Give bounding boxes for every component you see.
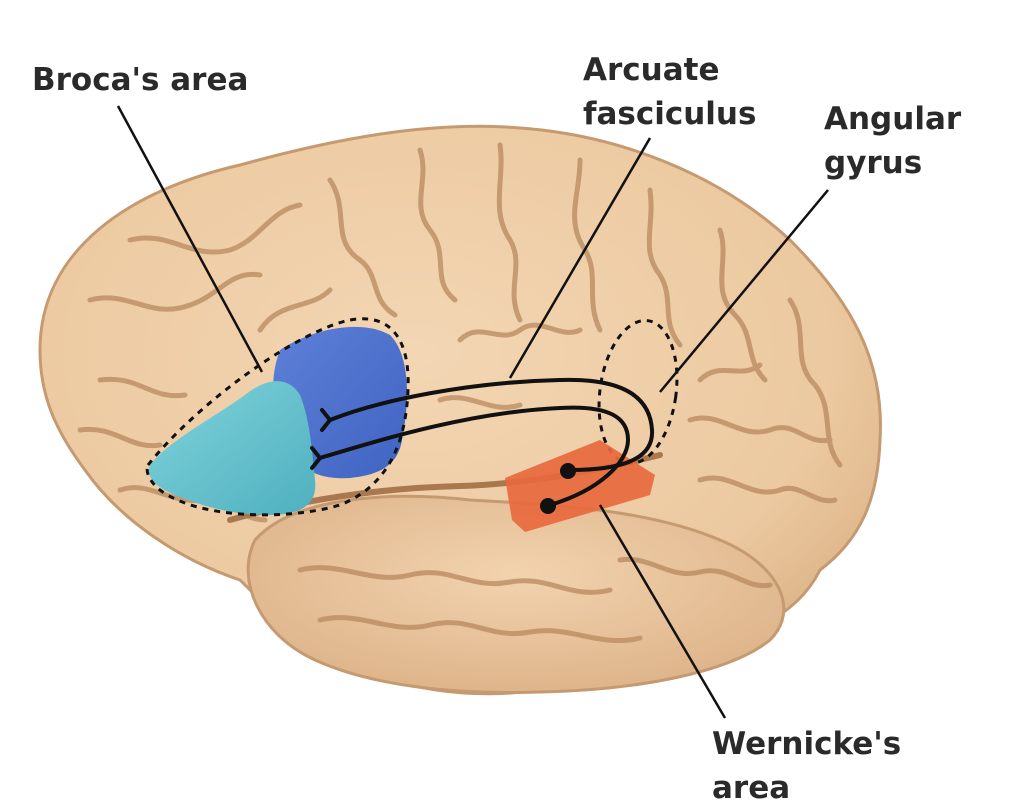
wernicke-area-label: Wernicke's area bbox=[712, 722, 901, 810]
broca-dashed-outline bbox=[145, 317, 410, 517]
wernicke-leader-line bbox=[598, 504, 727, 719]
arcuate-fasciculus-label: Arcuate fasciculus bbox=[583, 48, 756, 136]
temporal-lobe bbox=[246, 494, 786, 695]
angular-leader-line bbox=[659, 189, 829, 393]
sulci bbox=[77, 142, 843, 644]
arcuate-fasciculus-label-line-2: fasciculus bbox=[583, 96, 757, 132]
broca-area-label-line-1: Broca's area bbox=[32, 62, 249, 98]
wernicke-area-label-line-2: area bbox=[712, 770, 791, 806]
angular-gyrus-label-line-2: gyrus bbox=[824, 145, 923, 181]
wernicke-fiber-end-1 bbox=[560, 463, 576, 479]
leader-lines bbox=[116, 105, 829, 719]
broca-leader-line bbox=[116, 105, 264, 373]
arcuate-fasciculus-fibers bbox=[310, 377, 655, 507]
wernicke-area-label-line-1: Wernicke's bbox=[712, 726, 902, 762]
arcuate-fasciculus-label-line-1: Arcuate bbox=[583, 52, 720, 88]
broca-teal-region bbox=[148, 381, 316, 515]
brain-illustration bbox=[38, 124, 882, 696]
broca-area-label: Broca's area bbox=[32, 58, 248, 102]
wernicke-fiber-end-2 bbox=[540, 498, 556, 514]
arcuate-leader-line bbox=[508, 137, 652, 379]
angular-gyrus-label: Angular gyrus bbox=[824, 97, 961, 185]
angular-gyrus-label-line-1: Angular bbox=[824, 101, 962, 137]
